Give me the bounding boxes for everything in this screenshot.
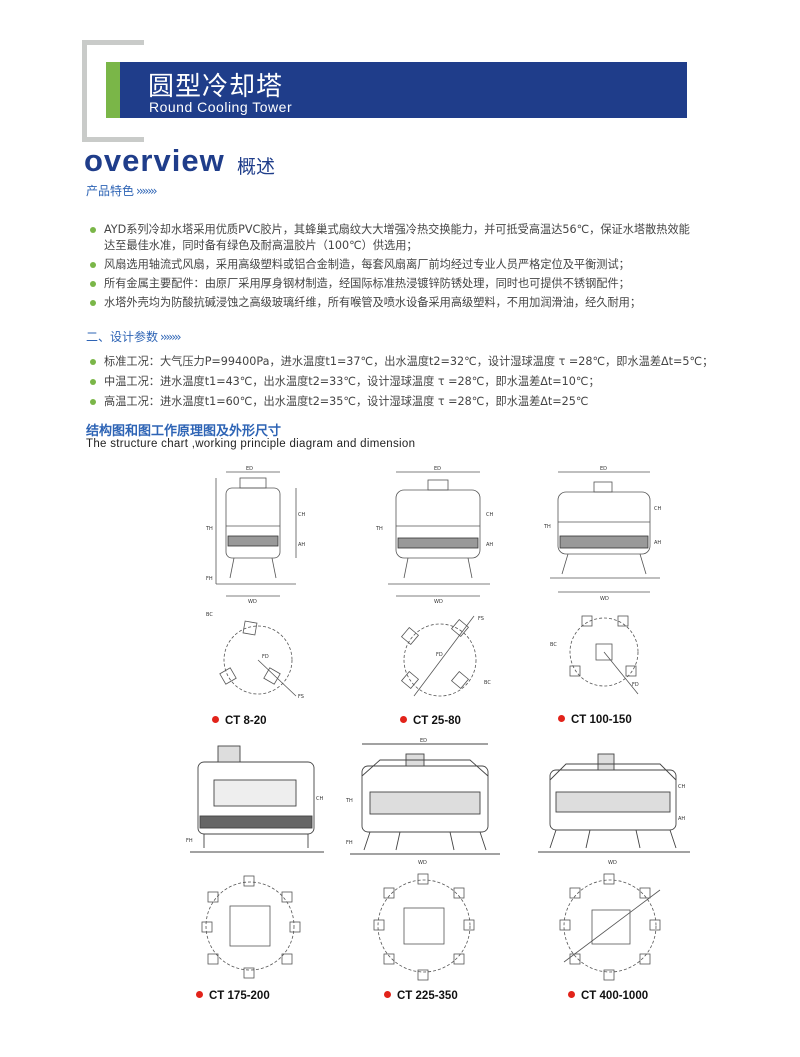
dim-label: FH [346, 840, 353, 846]
ct-175-200-elevation-drawing: FH CH [186, 745, 324, 853]
dim-label: FS [298, 694, 304, 700]
structure-heading-cn: 结构图和图工作原理图及外形尺寸 [86, 424, 282, 439]
dim-label: FS [478, 616, 484, 622]
dim-label: WD [600, 596, 609, 602]
list-item: 所有金属主要配件：由原厂采用厚身钢材制造，经国际标准热浸镀锌防锈处理，同时也可提… [90, 276, 690, 292]
dim-label: CH [654, 506, 661, 512]
bullet-dot-icon [568, 991, 575, 998]
page-title-cn: 圆型冷却塔 [148, 72, 284, 102]
header-frame-decoration [82, 40, 144, 142]
dim-label: AH [654, 540, 661, 546]
chevrons-icon: ››››››› [160, 330, 182, 344]
dim-label: WD [434, 599, 443, 605]
dim-label: TH [375, 526, 383, 532]
dim-label: ED [600, 466, 607, 472]
dim-label: CH [678, 784, 685, 790]
bullet-dot-icon [400, 716, 407, 723]
model-label-ct-25-80: CT 25-80 [400, 715, 461, 727]
chevrons-icon: ››››››› [136, 184, 158, 198]
dim-label: BC [550, 642, 557, 648]
dim-label: WD [248, 599, 257, 605]
model-label-ct-400-1000: CT 400-1000 [568, 990, 648, 1002]
bullet-dot-icon [212, 716, 219, 723]
dim-label: ED [420, 738, 427, 744]
overview-heading-en: overview [84, 143, 225, 178]
dim-label: AH [486, 542, 493, 548]
dim-label: CH [486, 512, 493, 518]
dim-label: FD [436, 652, 443, 658]
dim-label: TH [205, 526, 213, 532]
dim-label: AH [678, 816, 685, 822]
ct-100-150-elevation-drawing: ED TH CH AH WD [543, 466, 661, 602]
bullet-dot-icon [196, 991, 203, 998]
dim-label: FD [632, 682, 639, 688]
ct-175-200-plan-drawing [201, 875, 301, 979]
page-title-en: Round Cooling Tower [149, 99, 293, 115]
dim-label: WD [608, 860, 617, 866]
list-item: 风扇选用轴流式风扇，采用高级塑料或铝合金制造，每套风扇离厂前均经过专业人员严格定… [90, 257, 690, 273]
params-list: 标准工况：大气压力P=99400Pa，进水温度t1=37℃，出水温度t2=32℃… [90, 354, 730, 410]
model-label-ct-8-20: CT 8-20 [212, 715, 267, 727]
ct-8-20-elevation-drawing: ED TH CH AH FH WD [205, 466, 305, 605]
dim-label: ED [434, 466, 441, 472]
ct-100-150-plan-drawing: BC FD [550, 615, 639, 695]
dim-label: AH [298, 542, 305, 548]
model-label-ct-100-150: CT 100-150 [558, 714, 632, 726]
ct-25-80-elevation-drawing: ED TH CH AH WD [375, 466, 493, 605]
dim-label: FD [262, 654, 269, 660]
dim-label: TH [345, 798, 353, 804]
header-banner [120, 62, 687, 118]
structure-heading-en: The structure chart ,working principle d… [86, 438, 416, 450]
dim-label: WD [418, 860, 427, 866]
bullet-dot-icon [384, 991, 391, 998]
dim-label: CH [298, 512, 305, 518]
features-section-title: 产品特色››››››› [86, 184, 158, 198]
ct-400-1000-plan-drawing [559, 873, 661, 981]
dim-label: TH [543, 524, 551, 530]
list-item: 中温工况：进水温度t1=43℃，出水温度t2=33℃，设计湿球温度 τ =28℃… [90, 374, 730, 390]
dim-label: BC [484, 680, 491, 686]
dim-label: ED [246, 466, 253, 472]
dim-label: BC [206, 612, 213, 618]
bullet-dot-icon [558, 715, 565, 722]
dim-label: CH [316, 796, 323, 802]
model-label-ct-175-200: CT 175-200 [196, 990, 270, 1002]
ct-400-1000-elevation-drawing: CH AH WD [538, 753, 690, 866]
ct-25-80-plan-drawing: FS BC FD [400, 615, 491, 697]
list-item: 标准工况：大气压力P=99400Pa，进水温度t1=37℃，出水温度t2=32℃… [90, 354, 730, 370]
params-section-title: 二、设计参数››››››› [86, 330, 182, 344]
features-list: AYD系列冷却水塔采用优质PVC胶片，其蜂巢式扇纹大大增强冷热交换能力，并可抵受… [90, 222, 690, 311]
ct-8-20-plan-drawing: BC FD FS [206, 612, 304, 700]
header-green-accent [106, 62, 120, 118]
overview-heading-cn: 概述 [237, 156, 276, 178]
model-label-ct-225-350: CT 225-350 [384, 990, 458, 1002]
dim-label: FH [186, 838, 193, 844]
list-item: 水塔外壳均为防酸抗碱浸蚀之高级玻璃纤维，所有喉管及喷水设备采用高级塑料，不用加润… [90, 295, 690, 311]
ct-225-350-elevation-drawing: ED TH FH WD [345, 738, 500, 866]
dim-label: FH [206, 576, 213, 582]
list-item: AYD系列冷却水塔采用优质PVC胶片，其蜂巢式扇纹大大增强冷热交换能力，并可抵受… [90, 222, 690, 254]
ct-225-350-plan-drawing [373, 873, 475, 981]
list-item: 高温工况：进水温度t1=60℃，出水温度t2=35℃，设计湿球温度 τ =28℃… [90, 394, 730, 410]
